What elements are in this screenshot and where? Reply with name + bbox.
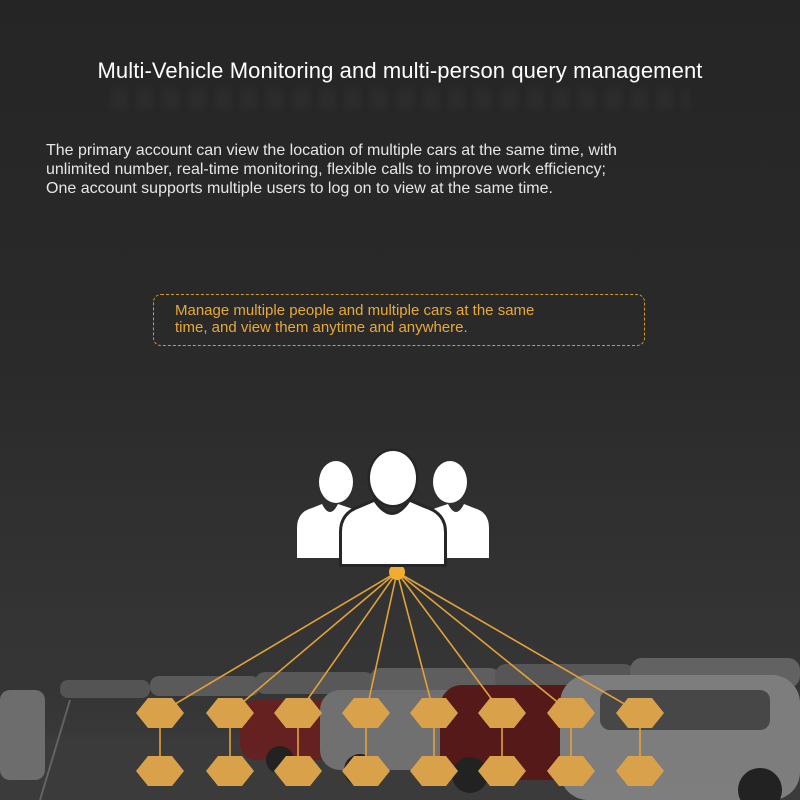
users-group-icon bbox=[297, 448, 489, 567]
hexagon-node-icon bbox=[547, 756, 595, 786]
hexagon-node-icon bbox=[342, 756, 390, 786]
hexagon-node-icon bbox=[547, 698, 595, 728]
hexagon-node-icon bbox=[136, 698, 184, 728]
connection-lines bbox=[159, 571, 641, 714]
hex-connectors bbox=[159, 727, 641, 757]
hexagon-row-top bbox=[136, 698, 664, 728]
description-line: unlimited number, real-time monitoring, … bbox=[46, 161, 606, 178]
hexagon-node-icon bbox=[342, 698, 390, 728]
hexagon-node-icon bbox=[206, 698, 254, 728]
hexagon-node-icon bbox=[478, 756, 526, 786]
description: The primary account can view the locatio… bbox=[46, 141, 766, 198]
hexagon-node-icon bbox=[206, 756, 254, 786]
callout-line: Manage multiple people and multiple cars… bbox=[175, 302, 535, 319]
hexagon-node-icon bbox=[274, 698, 322, 728]
hexagon-row-bottom bbox=[136, 756, 664, 786]
hexagon-node-icon bbox=[478, 698, 526, 728]
hexagon-node-icon bbox=[274, 756, 322, 786]
hub-dot bbox=[389, 564, 405, 580]
hexagon-node-icon bbox=[136, 756, 184, 786]
hexagon-node-icon bbox=[616, 756, 664, 786]
callout-box: Manage multiple people and multiple cars… bbox=[153, 294, 645, 346]
hexagon-node-icon bbox=[410, 698, 458, 728]
page-title: Multi-Vehicle Monitoring and multi-perso… bbox=[97, 58, 703, 83]
callout-line: time, and view them anytime and anywhere… bbox=[175, 319, 468, 336]
description-line: One account supports multiple users to l… bbox=[46, 180, 553, 197]
parking-lot-image bbox=[0, 658, 800, 800]
hexagon-node-icon bbox=[410, 756, 458, 786]
description-line: The primary account can view the locatio… bbox=[46, 142, 617, 159]
hexagon-node-icon bbox=[616, 698, 664, 728]
title-reflection bbox=[110, 88, 690, 110]
